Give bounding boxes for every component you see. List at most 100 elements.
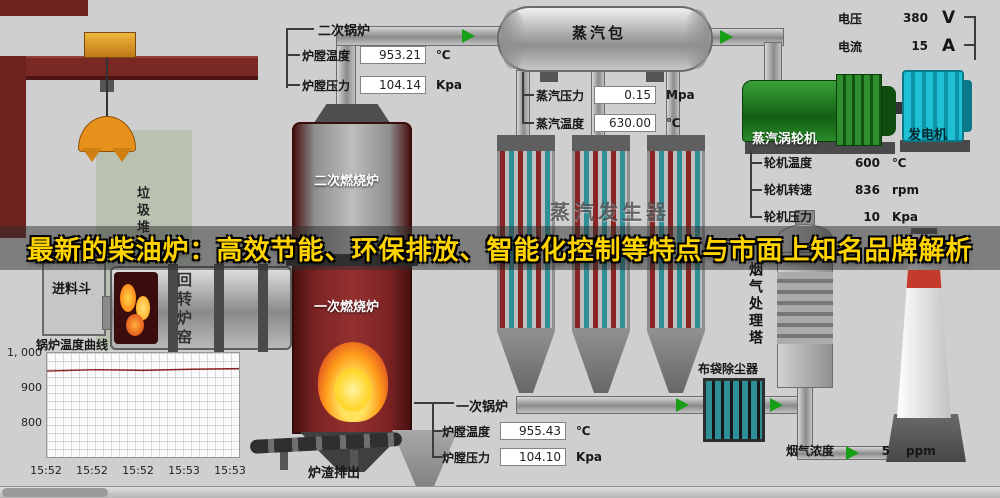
crane-pillar [0, 56, 26, 238]
readout-unit: Kpa [892, 209, 919, 224]
readout-label: 蒸汽温度 [536, 116, 585, 131]
y-tick: 900 [21, 381, 42, 394]
bag-filter-unit [703, 378, 765, 442]
boiler-temp-chart [46, 352, 240, 458]
readout-row: 轮机转速 836 rpm [764, 181, 919, 198]
connector-line [964, 16, 974, 18]
generator-base [900, 140, 970, 152]
primary-furnace-label: 一次燃烧炉 [314, 300, 380, 315]
claw-tooth-left [82, 148, 102, 162]
conveyor-leg [350, 450, 358, 468]
readout-value: 104.10 [500, 448, 567, 466]
readout-value: 15 [911, 39, 929, 53]
readout-value: 380 [902, 11, 929, 25]
kiln-ring [258, 264, 268, 352]
connector-line [524, 122, 534, 124]
chart-title: 锅炉温度曲线 [36, 338, 109, 352]
x-tick: 15:52 [76, 464, 108, 477]
readout-value: 5 [881, 443, 891, 458]
scrollbar-thumb[interactable] [2, 488, 108, 497]
furnace-flame-core-icon [334, 368, 372, 412]
chimney-base [886, 414, 966, 462]
readout-unit: ℃ [576, 424, 591, 438]
bag-filter-label: 布袋除尘器 [698, 362, 759, 376]
steam-drum-cap [500, 9, 526, 69]
readout-unit: Kpa [576, 450, 603, 464]
readout-label: 炉膛温度 [442, 424, 491, 439]
boiler-curve-svg [47, 367, 239, 372]
readout-label: 轮机温度 [764, 156, 813, 170]
primary-boiler-title: 一次锅炉 [456, 400, 509, 415]
readout-value: 955.43 [500, 422, 567, 440]
chimney-red-band [897, 270, 951, 288]
crane-grab-claw [78, 116, 136, 152]
readout-value: 0.15 [594, 86, 657, 104]
secondary-boiler-title: 二次锅炉 [318, 24, 371, 39]
readout-value: 630.00 [594, 114, 657, 132]
connector-line [750, 150, 752, 218]
column-header [572, 135, 630, 151]
turbine-ribs [836, 74, 882, 146]
readout-row: 炉膛压力 104.14 Kpa [302, 76, 462, 94]
readout-row: 电压 380 V [838, 8, 955, 28]
feed-hopper-box [42, 262, 106, 336]
readout-unit: A [942, 36, 956, 56]
readout-row: 蒸汽压力 0.15 Mpa [536, 86, 695, 104]
connector-line [752, 189, 762, 191]
connector-line [288, 84, 300, 86]
readout-label: 轮机转速 [764, 183, 813, 197]
horizontal-scrollbar[interactable] [0, 486, 1000, 498]
x-tick: 15:53 [214, 464, 246, 477]
connector-line [434, 430, 442, 432]
connector-line [752, 216, 762, 218]
furnace-top-funnel [312, 104, 392, 126]
rotary-kiln-label: 回转炉窑 [175, 272, 193, 348]
flow-arrow-icon [846, 446, 859, 460]
readout-unit: Kpa [436, 78, 463, 92]
generator-cap [962, 80, 972, 132]
column-hopper [572, 331, 630, 393]
steam-generator-label: 蒸汽发生器 [550, 200, 670, 224]
turbine-cap [882, 86, 896, 136]
column-header [497, 135, 555, 151]
generator-body [902, 70, 964, 142]
claw-tooth-right [112, 148, 132, 162]
readout-value: 10 [863, 209, 881, 224]
readout-row: 电流 15 A [838, 36, 955, 56]
column-hopper [647, 331, 705, 393]
readout-label: 电流 [838, 39, 863, 54]
readout-unit: ppm [906, 443, 936, 458]
readout-label: 轮机压力 [764, 210, 813, 224]
connector-line [286, 28, 288, 88]
steam-drum-cap [684, 9, 710, 69]
kiln-flame-icon [126, 314, 144, 336]
flow-arrow-icon [462, 29, 475, 43]
x-tick: 15:53 [168, 464, 200, 477]
connector-line [524, 94, 534, 96]
connector-line [964, 44, 974, 46]
flue-tower-label: 烟气处理塔 [747, 262, 763, 347]
readout-label: 炉膛压力 [302, 78, 351, 93]
readout-row: 蒸汽温度 630.00 ℃ [536, 114, 681, 132]
readout-label: 烟气浓度 [786, 444, 835, 458]
readout-row: 炉膛温度 955.43 ℃ [442, 422, 591, 440]
crane-trolley [84, 32, 136, 58]
connector-line [522, 72, 524, 124]
headline-text: 最新的柴油炉：高效节能、环保排放、智能化控制等特点与市面上知名品牌解析 [27, 235, 973, 266]
readout-label: 炉膛压力 [442, 450, 491, 465]
flow-arrow-icon [720, 30, 733, 44]
slag-discharge-label: 炉渣排出 [308, 466, 361, 481]
tower-ribs [777, 272, 833, 344]
readout-unit: ℃ [436, 48, 451, 62]
readout-label: 蒸汽压力 [536, 88, 585, 103]
connector-line [752, 162, 762, 164]
column-header [647, 135, 705, 151]
readout-row: 炉膛压力 104.10 Kpa [442, 448, 602, 466]
building-beam [0, 0, 88, 16]
crane-cable [106, 58, 108, 122]
turbine-label: 蒸汽涡轮机 [752, 132, 818, 147]
connector-line [434, 456, 442, 458]
readout-value: 104.14 [360, 76, 427, 94]
readout-row: 炉膛温度 953.21 ℃ [302, 46, 451, 64]
kiln-ring [168, 264, 178, 352]
